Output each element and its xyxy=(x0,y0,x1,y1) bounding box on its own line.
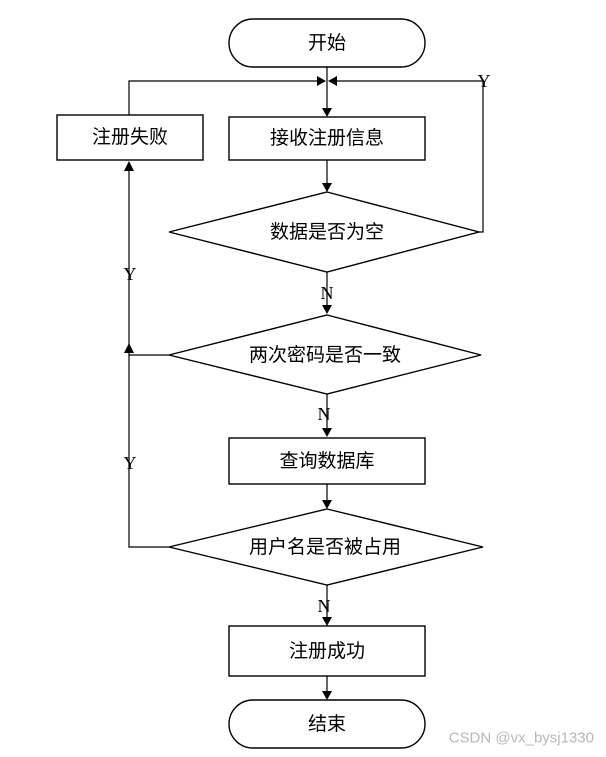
receive-info-box xyxy=(228,116,426,161)
arrowhead-taken-top xyxy=(322,500,332,509)
register-failed-box xyxy=(56,114,204,161)
passwords-match-decision xyxy=(168,314,482,395)
start-terminal xyxy=(228,18,426,68)
end-terminal xyxy=(228,699,426,749)
arrowhead-match-top xyxy=(322,305,332,314)
connector-failed-to-top xyxy=(128,80,319,115)
end-label: 结束 xyxy=(308,713,346,735)
register-failed-label: 注册失败 xyxy=(92,126,168,148)
arrowhead-query-top xyxy=(322,428,332,437)
arrowhead-failed-bottom xyxy=(124,161,134,171)
connector-taken-yes xyxy=(128,354,169,548)
match-yes-label: Y xyxy=(124,264,137,284)
register-success-box xyxy=(228,625,426,677)
username-taken-label: 用户名是否被占用 xyxy=(249,536,401,558)
taken-yes-label: Y xyxy=(124,453,137,473)
arrowhead-left-mid xyxy=(124,343,134,353)
start-label: 开始 xyxy=(308,32,346,54)
query-db-box xyxy=(228,437,426,485)
arrowhead-loop-right xyxy=(328,76,337,86)
match-no-label: N xyxy=(318,404,331,424)
arrowhead-end-top xyxy=(322,691,332,700)
arrowhead-loop-left xyxy=(317,76,326,86)
watermark-text: CSDN @vx_bysj1330 xyxy=(449,730,594,747)
query-db-label: 查询数据库 xyxy=(279,450,374,472)
passwords-match-label: 两次密码是否一致 xyxy=(249,344,401,366)
data-empty-decision xyxy=(168,191,482,273)
arrowhead-receive-top xyxy=(322,108,332,117)
username-taken-decision xyxy=(168,508,484,586)
taken-no-label: N xyxy=(318,596,331,616)
empty-yes-label: Y xyxy=(478,71,491,91)
arrowhead-empty-top xyxy=(322,183,332,192)
data-empty-label: 数据是否为空 xyxy=(270,221,384,243)
receive-info-label: 接收注册信息 xyxy=(270,127,384,149)
empty-no-label: N xyxy=(321,283,334,303)
arrowhead-success-top xyxy=(322,617,332,626)
register-success-label: 注册成功 xyxy=(289,640,365,662)
